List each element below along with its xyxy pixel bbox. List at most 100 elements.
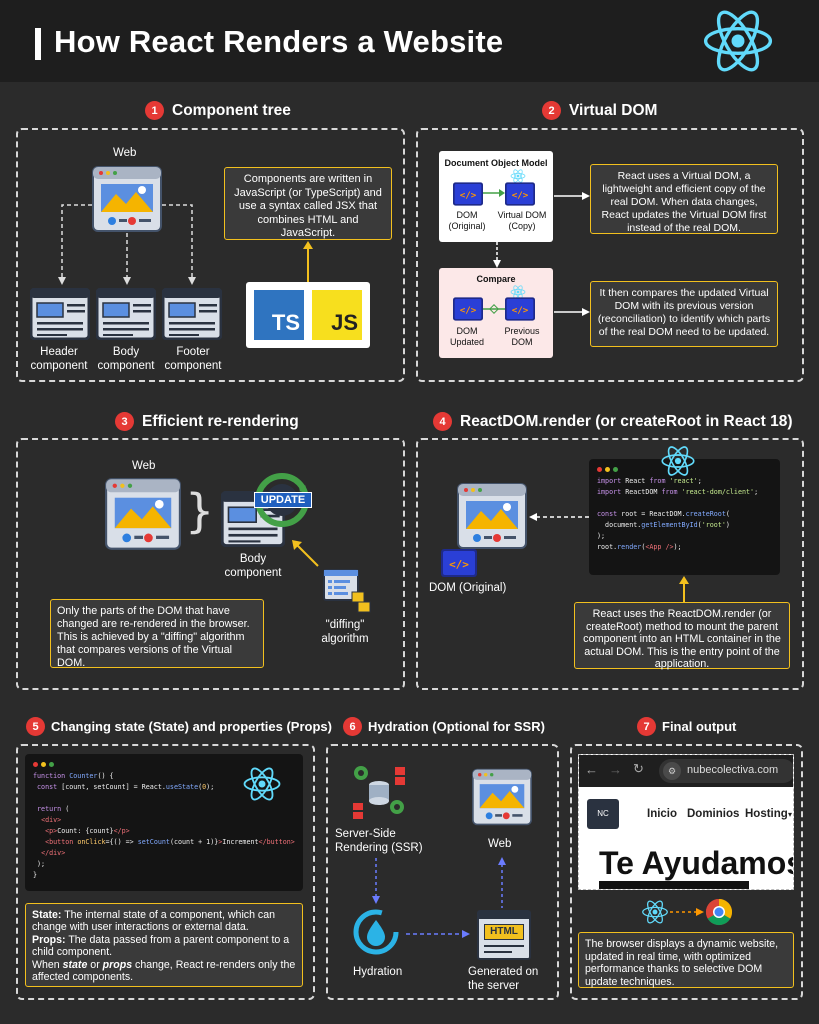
diffing-label: "diffing" algorithm (321, 619, 369, 645)
props-word: props (102, 958, 133, 971)
state-term: State: (32, 909, 62, 921)
hydration-icon (353, 909, 399, 955)
body-component-label: Body component (224, 553, 282, 579)
state-word: state (62, 958, 88, 971)
props-text: The data passed from a parent component … (32, 933, 290, 959)
dashed-arrow-down (372, 858, 380, 904)
address-bar[interactable]: ⚙ nubecolectiva.com (659, 759, 793, 783)
header-component-label: Header component (30, 346, 88, 372)
site-info-icon[interactable]: ⚙ (663, 762, 681, 780)
dashed-arrow-down (493, 242, 501, 268)
page-title: How React Renders a Website (54, 24, 504, 59)
generated-label: Generated on the server (468, 966, 539, 992)
dom-code-icon (453, 182, 483, 206)
vdom-copy-label: Virtual DOM (Copy) (497, 210, 547, 231)
back-icon[interactable]: ← (585, 762, 598, 777)
arrow-up (679, 576, 689, 603)
previous-dom-label: Previous DOM (504, 326, 540, 347)
component-tree-panel (16, 128, 405, 382)
react-logo-icon (697, 4, 779, 78)
reconciliation-note: It then compares the updated Virtual DOM… (590, 281, 778, 347)
hero-second-line (599, 881, 749, 889)
title-accent-bar (35, 28, 41, 60)
dashed-arrow-up (498, 857, 506, 908)
final-output-panel (570, 744, 803, 1000)
when-text: When (32, 958, 63, 971)
chevron-down-icon[interactable]: ▾ (788, 810, 793, 819)
createroot-note: React uses the ReactDOM.render (or creat… (574, 602, 790, 670)
html-file-icon: HTML (477, 910, 531, 960)
reload-icon[interactable]: ↻ (633, 761, 644, 776)
forward-icon[interactable]: → (609, 762, 622, 777)
react-icon (242, 764, 282, 804)
diffing-algorithm-icon (323, 569, 371, 613)
vdom-code-icon (505, 182, 535, 206)
final-output-note: The browser displays a dynamic website, … (578, 932, 794, 988)
typescript-icon: TS (254, 290, 304, 340)
header-component-icon (30, 288, 90, 340)
green-arrow (483, 189, 505, 197)
update-badge: UPDATE (254, 492, 312, 508)
dom-code-icon (441, 549, 477, 577)
hydration-panel (326, 744, 559, 1000)
state-props-panel (16, 744, 315, 1000)
footer-component-icon (162, 288, 222, 340)
virtual-dom-panel (416, 128, 804, 382)
footer-component-label: Footer component (164, 346, 222, 372)
dashed-arrow-left (529, 513, 590, 521)
ssr-server-icon (353, 766, 405, 819)
rerender-note: Only the parts of the DOM that have chan… (50, 599, 264, 669)
header-bar: How React Renders a Website (0, 0, 819, 82)
compare-card: Compare DOM Updated Previous DOM (439, 268, 553, 358)
jsx-note: Components are written in JavaScript (or… (224, 167, 392, 240)
rerender-text: change, React re-renders only the affect… (32, 958, 296, 984)
update-icon: UPDATE (254, 472, 312, 528)
state-text: The internal state of a component, which… (32, 909, 276, 934)
browser-icon (472, 768, 532, 826)
chrome-icon (705, 898, 733, 926)
createroot-code-block: import React from 'react'; import ReactD… (589, 459, 780, 575)
compare-title: Compare (476, 274, 516, 284)
web-label: Web (113, 147, 137, 159)
nav-inicio[interactable]: Inicio (647, 808, 678, 820)
updated-code-icon (453, 297, 483, 321)
site-logo[interactable]: NC (587, 799, 619, 829)
nav-hosting[interactable]: Hosting (745, 808, 788, 820)
dom-card-title: Document Object Model (444, 158, 548, 168)
arrow-right (554, 192, 590, 200)
body-component-icon (96, 288, 156, 340)
createroot-panel (416, 438, 804, 690)
web-label: Web (488, 838, 512, 850)
rerender-panel (16, 438, 405, 690)
dom-original-label: DOM (Original) (448, 210, 486, 231)
virtual-dom-note: React uses a Virtual DOM, a lightweight … (590, 164, 778, 234)
html-badge: HTML (484, 924, 524, 940)
browser-icon (105, 478, 181, 550)
nav-dominios[interactable]: Dominios (687, 808, 740, 820)
dashed-arrow-right (406, 930, 470, 938)
ssr-label: Server-Side Rendering (SSR) (335, 828, 423, 854)
body-component-label: Body component (97, 346, 155, 372)
arrow-right (554, 308, 590, 316)
arrow-up-left (292, 540, 319, 567)
browser-icon (457, 483, 527, 549)
dom-updated-label: DOM Updated (449, 326, 485, 347)
dom-card: Document Object Model DOM (Original) Vir… (439, 151, 553, 242)
javascript-icon: JS (312, 290, 362, 340)
compare-arrows (483, 304, 505, 314)
ts-js-card: TS JS (246, 282, 370, 348)
browser-window: ← → ↻ ⚙ nubecolectiva.com NC Inicio Domi… (578, 754, 794, 890)
arrow-up (303, 241, 313, 282)
browser-toolbar: ← → ↻ ⚙ nubecolectiva.com (579, 755, 793, 787)
react-icon (660, 443, 696, 479)
state-props-note: State: The internal state of a component… (25, 903, 303, 987)
props-term: Props: (32, 933, 66, 946)
dom-original-label: DOM (Original) (429, 582, 507, 594)
brace: } (185, 484, 215, 538)
